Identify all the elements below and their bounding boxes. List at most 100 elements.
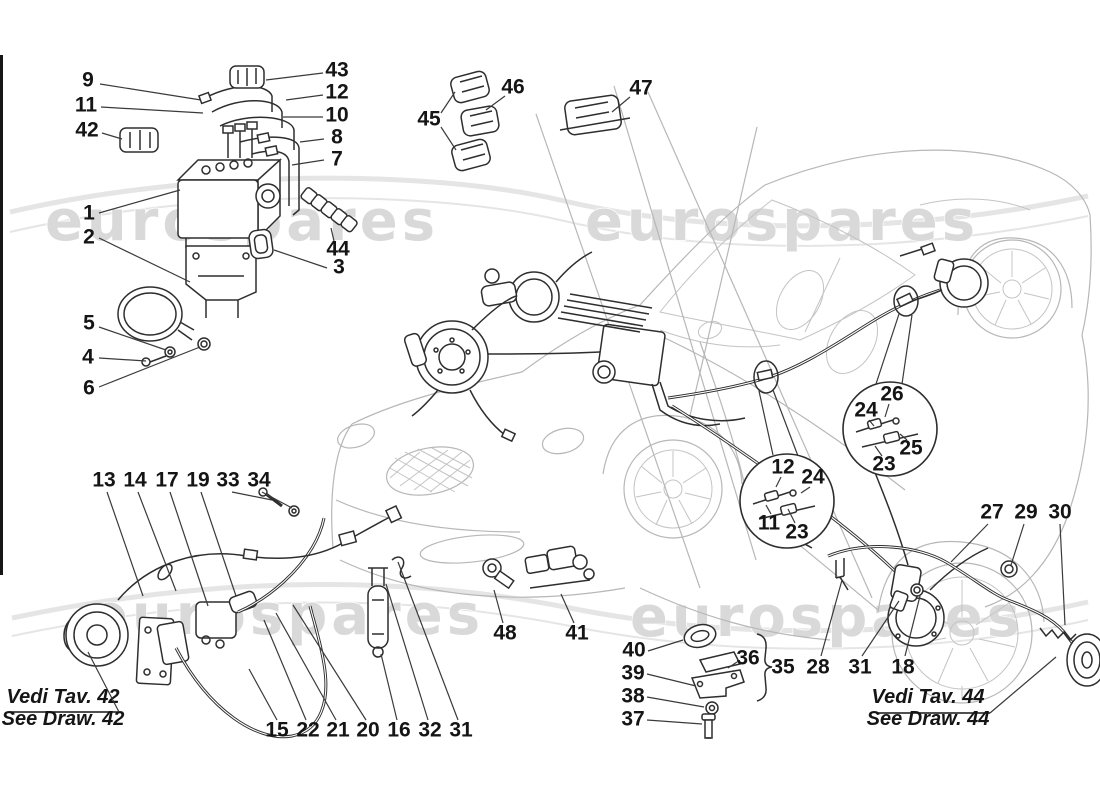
part-number-label: 39 xyxy=(621,662,644,685)
leader-line xyxy=(950,523,989,563)
leader-line xyxy=(646,673,697,687)
part-number-label: 16 xyxy=(387,719,410,742)
leader-line xyxy=(273,249,328,269)
part-number-label: 43 xyxy=(325,59,348,82)
part-number-label: 2 xyxy=(83,226,95,249)
part-number-label: 45 xyxy=(417,108,441,131)
part-number-label: 26 xyxy=(880,383,903,406)
watermark-text: eurospares xyxy=(585,189,979,254)
part-number-label: 38 xyxy=(621,685,645,708)
part-number-label: 30 xyxy=(1048,501,1071,524)
leader-line xyxy=(440,126,457,151)
leader-line xyxy=(275,612,337,721)
leader-line xyxy=(169,491,209,607)
part-number-label: 22 xyxy=(296,719,319,742)
part-number-label: 41 xyxy=(565,622,589,645)
part-number-label: 23 xyxy=(785,521,808,544)
part-number-label: 19 xyxy=(186,469,209,492)
note-vedi-tav: Vedi Tav. 44 xyxy=(871,686,984,708)
part-number-label: 46 xyxy=(501,76,524,99)
leader-line xyxy=(261,491,293,509)
part-number-label: 12 xyxy=(771,456,794,479)
leader-line xyxy=(397,561,459,721)
leader-line xyxy=(98,189,181,214)
leader-line xyxy=(299,138,325,143)
part-number-label: 6 xyxy=(83,377,95,400)
part-number-label: 48 xyxy=(493,622,517,645)
part-number-label: 25 xyxy=(899,437,923,460)
fitting-nut xyxy=(763,489,780,502)
part-number-label: 1 xyxy=(83,202,95,225)
fitting-nut xyxy=(882,430,901,444)
callout-markers xyxy=(753,285,919,457)
part-number-label: 20 xyxy=(356,719,379,742)
part-number-label: 32 xyxy=(418,719,441,742)
part-number-label: 24 xyxy=(854,399,878,422)
sensor-clips xyxy=(482,545,595,590)
leader-line xyxy=(285,94,324,101)
part-number-label: 44 xyxy=(326,238,350,261)
leader-line xyxy=(380,653,398,721)
leader-line xyxy=(646,719,703,725)
note-leader-line xyxy=(989,656,1057,714)
part-number-label: 47 xyxy=(629,77,652,100)
leader-line xyxy=(200,491,237,597)
note-vedi-tav: Vedi Tav. 42 xyxy=(6,686,119,708)
leader-line xyxy=(101,132,123,140)
leader-line xyxy=(1059,523,1066,626)
part-number-label: 34 xyxy=(247,469,271,492)
part-number-label: 24 xyxy=(801,466,825,489)
watermark-text: eurospares xyxy=(90,583,484,648)
part-number-label: 5 xyxy=(83,312,95,335)
leader-line xyxy=(727,661,738,669)
fitting-dot xyxy=(892,417,900,425)
line-clips xyxy=(450,70,631,172)
leader-line xyxy=(98,357,147,362)
part-number-label: 15 xyxy=(265,719,289,742)
callout-circle xyxy=(739,453,835,549)
leader-line xyxy=(99,83,202,101)
leader-line xyxy=(291,159,325,166)
abs-unit xyxy=(117,65,358,367)
clip-rail-44 xyxy=(300,187,358,233)
leader-line xyxy=(884,403,890,418)
rear-right-brake xyxy=(899,242,989,308)
part-number-label: 31 xyxy=(449,719,473,742)
part-number-label: 12 xyxy=(325,81,348,104)
part-number-label: 37 xyxy=(621,708,644,731)
part-number-label: 27 xyxy=(980,501,1003,524)
leader-line xyxy=(904,595,921,657)
leader-line xyxy=(100,106,204,114)
leader-line xyxy=(231,491,273,501)
part-number-label: 31 xyxy=(848,656,872,679)
part-number-label: 40 xyxy=(622,639,645,662)
leader-line xyxy=(440,91,456,114)
leader-line xyxy=(263,619,307,721)
part-number-label: 18 xyxy=(891,656,915,679)
part-number-label: 23 xyxy=(872,453,895,476)
leader-line xyxy=(485,95,506,111)
fitting-dot xyxy=(789,489,797,497)
leader-line xyxy=(787,508,796,524)
handbrake-cable-assembly xyxy=(683,529,1100,739)
part-number-label: 3 xyxy=(333,256,345,279)
leader-line xyxy=(1010,523,1025,566)
leader-line xyxy=(248,668,278,721)
leader-line xyxy=(868,419,875,427)
bay-hydraulic-unit xyxy=(487,293,746,427)
leader-line xyxy=(646,696,705,708)
part-number-label: 21 xyxy=(326,719,350,742)
leader-line xyxy=(98,237,191,283)
part-number-label: 11 xyxy=(75,94,98,117)
leader-line xyxy=(265,72,324,81)
part-number-label: 28 xyxy=(806,656,830,679)
leader-line xyxy=(98,346,201,388)
leader-line xyxy=(647,639,684,652)
leader-line xyxy=(861,600,900,657)
leader-line xyxy=(820,579,843,657)
part-number-label: 4 xyxy=(82,346,94,369)
